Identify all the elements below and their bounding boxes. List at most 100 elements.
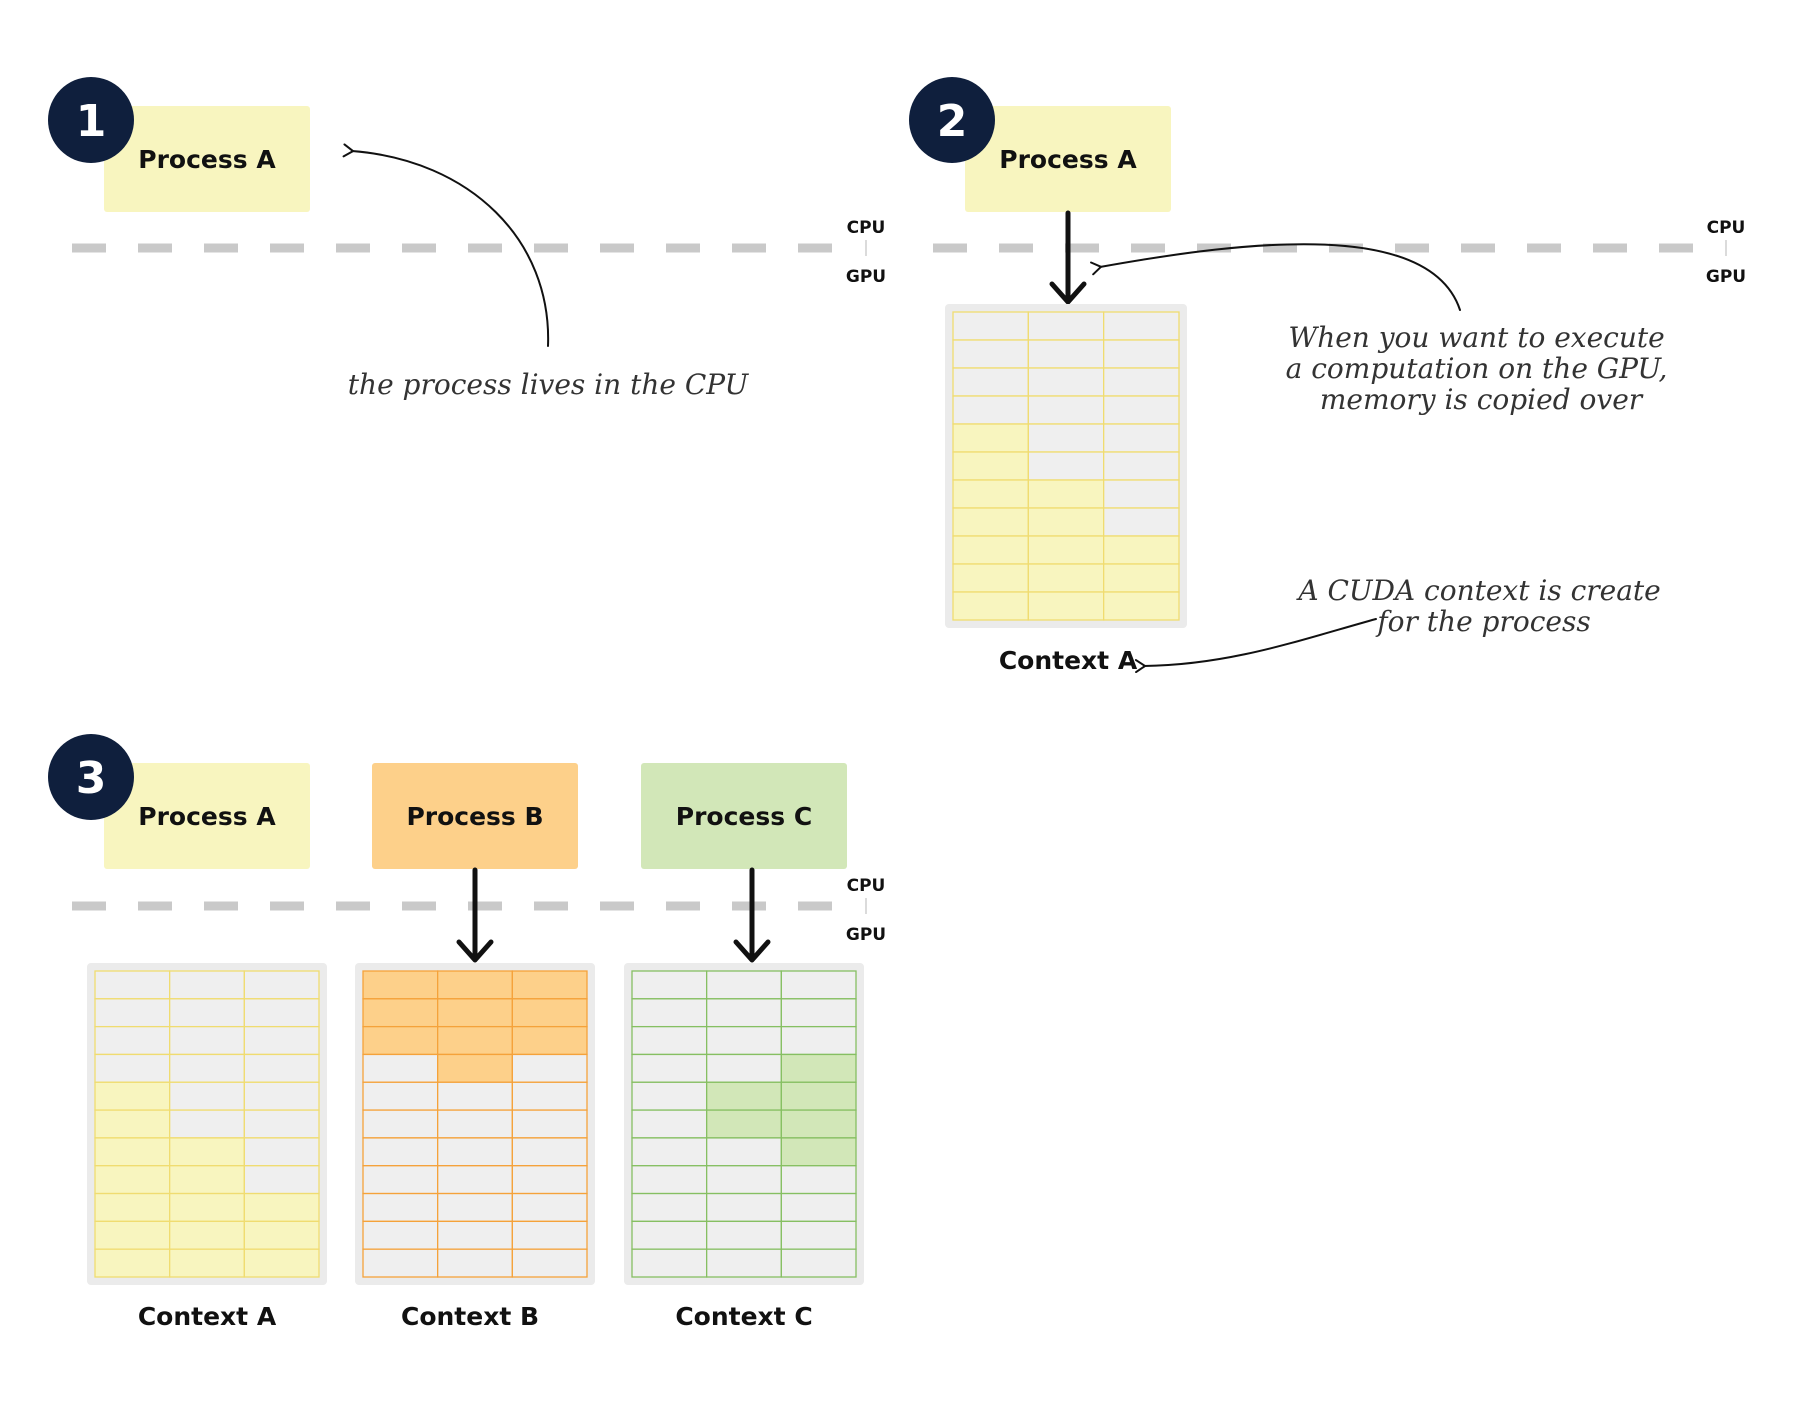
memory-cell-allocated [780,1053,857,1083]
gpu-label: GPU [846,267,886,287]
memory-cell-allocated [169,1192,245,1223]
down-arrow-process-b [456,867,494,963]
memory-cell-free [1027,339,1105,369]
memory-cell-free [511,1053,588,1083]
panel-3: Process A 3 Process B Process C CPU GPU … [48,734,886,1331]
memory-cell-free [243,1137,320,1167]
cpu-label: CPU [847,218,886,238]
memory-cell-free [1103,395,1180,425]
copy-annotation-arrow [1090,243,1461,311]
process-a-label: Process A [999,145,1137,174]
memory-cell-free [511,1220,588,1250]
memory-cell-free [1027,311,1105,341]
memory-cell-free [631,1165,708,1195]
memory-cell-allocated [780,1109,857,1139]
memory-cell-free [706,970,782,1000]
memory-cell-free [952,367,1029,397]
memory-cell-allocated [94,1192,171,1223]
context-a-label: Context A [999,646,1138,675]
panel-1: Process A 1 CPU GPU the process lives in… [48,77,886,401]
memory-cell-allocated [169,1220,245,1250]
memory-cell-free [362,1081,439,1111]
memory-cell-free [437,1137,513,1167]
memory-cell-free [780,970,857,1000]
memory-cell-free [706,1137,782,1167]
memory-cell-allocated [437,998,513,1028]
memory-cell-allocated [94,1109,171,1139]
memory-cell-allocated [362,970,439,1000]
memory-grid-context-a [945,304,1187,628]
memory-cell-free [780,998,857,1028]
memory-cell-free [169,1081,245,1111]
memory-cell-allocated [780,1081,857,1111]
memory-cell-free [631,1081,708,1111]
step-2-badge [909,77,995,163]
memory-cell-allocated [1103,535,1180,565]
memory-cell-free [437,1081,513,1111]
memory-cell-free [362,1248,439,1278]
step-3-number: 3 [76,753,107,804]
process-c-label: Process C [676,802,812,831]
annotation-arrow [342,143,550,347]
process-a-label: Process A [138,802,276,831]
memory-grid-context-a [87,963,327,1285]
memory-cell-allocated [437,1025,513,1056]
memory-cell-free [437,1165,513,1195]
memory-cell-free [780,1220,857,1250]
memory-cell-free [631,1192,708,1223]
panel-2: Process A 2 CPU GPU Context A When you w… [909,77,1746,675]
memory-cell-allocated [1103,591,1180,621]
memory-cell-free [706,1053,782,1083]
memory-cell-free [706,1220,782,1250]
memory-cell-free [511,1165,588,1195]
memory-cell-free [706,1165,782,1195]
memory-cell-allocated [169,1248,245,1278]
process-b-label: Process B [406,802,543,831]
memory-cell-allocated [1027,507,1105,537]
memory-cell-allocated [1027,535,1105,565]
memory-cell-allocated [362,998,439,1028]
memory-cell-free [94,1053,171,1083]
context-annotation-note: A CUDA context is create for the process [1295,574,1669,638]
memory-cell-free [1103,367,1180,397]
memory-cell-free [780,1025,857,1056]
annotation-note: the process lives in the CPU [348,368,750,401]
memory-cell-allocated [511,970,588,1000]
process-c-box [641,763,847,869]
down-arrow [1049,210,1087,305]
memory-cell-free [706,1025,782,1056]
step-3-badge [48,734,134,820]
memory-cell-allocated [952,451,1029,481]
memory-cell-allocated [94,1137,171,1167]
memory-cell-free [631,998,708,1028]
memory-cell-allocated [780,1137,857,1167]
memory-cell-free [1103,311,1180,341]
memory-cell-allocated [1027,479,1105,509]
memory-cell-free [243,1165,320,1195]
process-a-box [965,106,1171,212]
memory-cell-free [631,1137,708,1167]
memory-cell-free [780,1248,857,1278]
memory-cell-free [243,1053,320,1083]
memory-cell-allocated [94,1081,171,1111]
down-arrow-process-c [733,867,771,963]
context-c-label: Context C [675,1302,812,1331]
gpu-label: GPU [846,925,886,945]
step-1-number: 1 [76,96,107,147]
memory-cell-free [1103,423,1180,453]
cpu-label: CPU [847,876,886,896]
memory-cell-allocated [952,423,1029,453]
memory-cell-free [243,970,320,1000]
memory-cell-free [169,998,245,1028]
memory-cell-free [952,339,1029,369]
memory-cell-allocated [1103,563,1180,593]
step-2-number: 2 [937,96,968,147]
memory-cell-allocated [169,1137,245,1167]
memory-cell-free [243,1081,320,1111]
gpu-label: GPU [1706,267,1746,287]
process-a-label: Process A [138,145,276,174]
memory-cell-free [1103,339,1180,369]
memory-cell-allocated [952,563,1029,593]
cpu-label: CPU [1707,218,1746,238]
memory-cell-free [169,970,245,1000]
